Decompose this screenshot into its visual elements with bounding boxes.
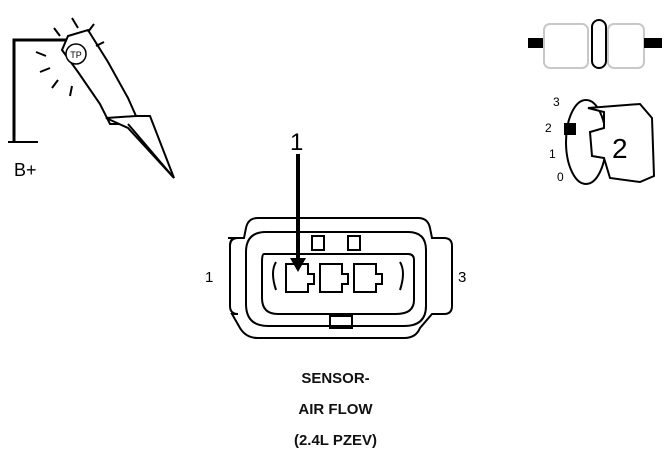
svg-text:TP: TP <box>70 50 82 60</box>
caption-line-2: AIR FLOW <box>298 401 373 418</box>
pin-3-label: 3 <box>458 269 466 286</box>
fuse-connector-icon <box>528 19 662 69</box>
three-pin-connector-icon <box>228 217 453 339</box>
key-selected-label: 2 <box>612 133 628 164</box>
key-position-2: 2 <box>545 121 552 135</box>
pin-1-label: 1 <box>205 269 213 286</box>
test-light-probe-icon: TP <box>8 17 175 179</box>
key-position-0: 0 <box>557 170 564 184</box>
caption-line-3: (2.4L PZEV) <box>293 432 378 449</box>
supply-label: B+ <box>14 160 37 180</box>
caption-line-1: SENSOR- <box>301 370 370 387</box>
callout-label: 1 <box>290 129 303 156</box>
key-position-1: 1 <box>549 147 556 161</box>
ignition-key-icon <box>564 99 656 185</box>
key-position-3: 3 <box>553 95 560 109</box>
callout-arrow <box>290 154 306 272</box>
